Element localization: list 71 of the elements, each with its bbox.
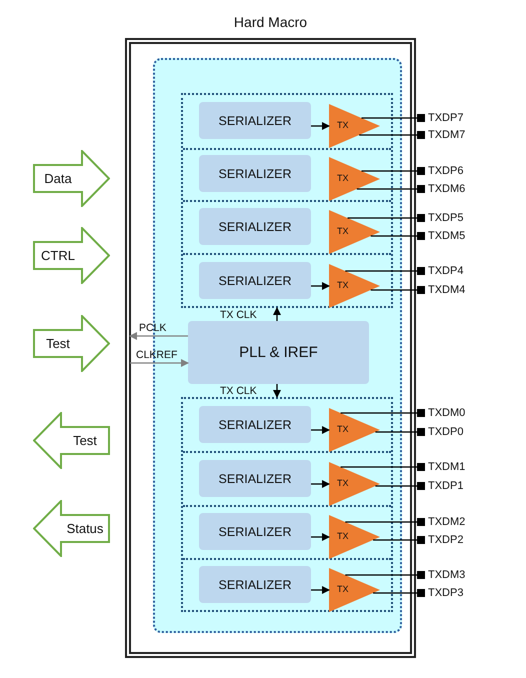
serializer-block: SERIALIZER bbox=[199, 460, 311, 497]
signal-port: Status bbox=[33, 500, 110, 557]
edge-label: PCLK bbox=[139, 322, 166, 334]
pin-label: TXDP5 bbox=[428, 211, 464, 225]
arrow bbox=[273, 307, 281, 321]
lane-group bbox=[181, 93, 393, 308]
pin-label: TXDM7 bbox=[428, 128, 466, 142]
edge-label: CLKREF bbox=[136, 349, 178, 361]
arrow bbox=[311, 122, 330, 130]
connector-line bbox=[345, 521, 417, 523]
arrow bbox=[273, 384, 281, 398]
driver-label: TX bbox=[337, 173, 349, 183]
signal-port: Data bbox=[33, 150, 110, 207]
signal-port: CTRL bbox=[33, 227, 110, 284]
pin-label: TXDP0 bbox=[428, 425, 464, 439]
pin-label: TXDM0 bbox=[428, 406, 466, 420]
edge-label: TX CLK bbox=[220, 308, 257, 320]
pin-label: TXDM5 bbox=[428, 229, 466, 243]
serializer-block: SERIALIZER bbox=[199, 155, 311, 192]
connector-line bbox=[356, 188, 417, 190]
connector-line bbox=[361, 170, 417, 172]
pin-label: TXDP1 bbox=[428, 479, 464, 493]
block-title: Hard Macro bbox=[232, 14, 308, 30]
serializer-block: SERIALIZER bbox=[199, 208, 311, 245]
connector-line bbox=[340, 412, 417, 414]
serializer-block: SERIALIZER bbox=[199, 102, 311, 139]
arrow bbox=[311, 586, 330, 594]
pin-label: TXDP2 bbox=[428, 533, 464, 547]
connector-line bbox=[345, 270, 417, 272]
pin-label: TXDM2 bbox=[428, 515, 466, 529]
signal-port: Test bbox=[33, 412, 110, 469]
connector-line bbox=[348, 217, 417, 219]
serializer-block: SERIALIZER bbox=[199, 513, 311, 550]
edge-label: TX CLK bbox=[220, 385, 257, 397]
pin-label: TXDP7 bbox=[428, 111, 464, 125]
arrow bbox=[311, 282, 330, 290]
connector-line bbox=[345, 574, 417, 576]
driver-label: TX bbox=[337, 478, 349, 488]
driver-label: TX bbox=[337, 424, 349, 434]
serializer-block: SERIALIZER bbox=[199, 406, 311, 443]
connector-line bbox=[340, 466, 417, 468]
pin-label: TXDP4 bbox=[428, 264, 464, 278]
pin-label: TXDP6 bbox=[428, 164, 464, 178]
driver-label: TX bbox=[337, 280, 349, 290]
arrow bbox=[129, 332, 188, 340]
arrow bbox=[311, 533, 330, 541]
driver-label: TX bbox=[337, 226, 349, 236]
pin-label: TXDM6 bbox=[428, 182, 466, 196]
pin-label: TXDM3 bbox=[428, 568, 466, 582]
arrow bbox=[311, 480, 330, 488]
connector-line bbox=[373, 539, 417, 541]
lane-group bbox=[181, 397, 393, 612]
connector-line bbox=[375, 485, 417, 487]
connector-line bbox=[359, 134, 417, 136]
signal-port: Test bbox=[33, 315, 110, 372]
pin-label: TXDM4 bbox=[428, 283, 466, 297]
pll-block: PLL & IREF bbox=[188, 321, 369, 384]
arrow bbox=[130, 359, 189, 367]
connector-line bbox=[370, 235, 417, 237]
pin-label: TXDM1 bbox=[428, 460, 466, 474]
serializer-block: SERIALIZER bbox=[199, 262, 311, 299]
driver-label: TX bbox=[337, 584, 349, 594]
serializer-block: SERIALIZER bbox=[199, 566, 311, 603]
connector-line bbox=[361, 117, 417, 119]
pin-label: TXDP3 bbox=[428, 586, 464, 600]
connector-line bbox=[375, 431, 417, 433]
arrow bbox=[311, 426, 330, 434]
connector-line bbox=[373, 592, 417, 594]
driver-label: TX bbox=[337, 120, 349, 130]
connector-line bbox=[370, 289, 417, 291]
driver-label: TX bbox=[337, 531, 349, 541]
